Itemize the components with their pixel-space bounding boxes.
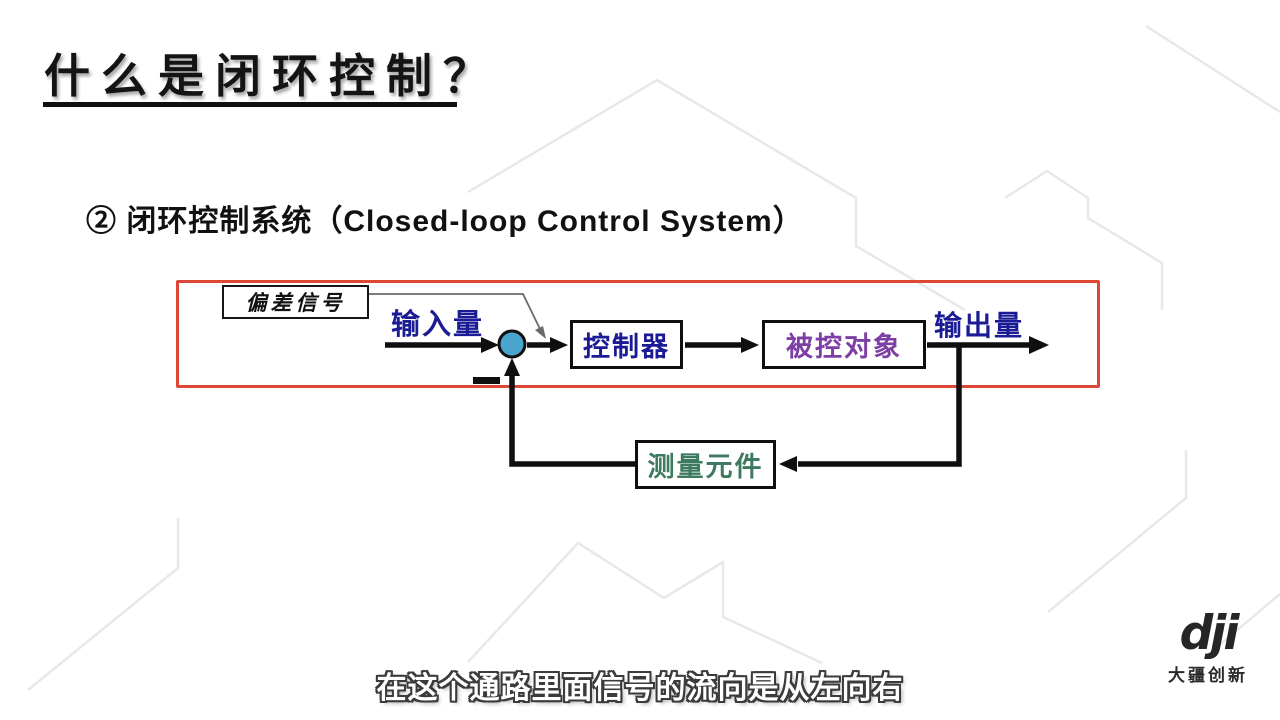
error-arrowhead xyxy=(550,337,568,353)
deviation-signal-label: 偏差信号 xyxy=(245,291,346,315)
feedback-line-right xyxy=(798,345,962,467)
plant-label: 被控对象 xyxy=(786,332,902,362)
plant-block: 被控对象 xyxy=(762,320,926,369)
hexagon-fragment xyxy=(1004,169,1164,310)
feedback-line-left xyxy=(509,374,635,467)
feedback-arrowhead-into-junction xyxy=(504,358,520,376)
summing-junction xyxy=(497,329,527,359)
title-underline xyxy=(43,102,457,107)
video-subtitle: 在这个通路里面信号的流向是从左向右 xyxy=(376,672,904,705)
hexagon-fragment xyxy=(27,518,180,691)
feedback-arrowhead-into-sensor xyxy=(779,456,797,472)
sensor-block: 测量元件 xyxy=(635,440,776,489)
dji-brand: dji 大疆创新 xyxy=(1156,608,1260,686)
controller-block: 控制器 xyxy=(570,320,683,369)
output-label: 输出量 xyxy=(934,310,1025,341)
input-label: 输入量 xyxy=(391,309,485,341)
minus-sign xyxy=(473,377,500,384)
sensor-label: 测量元件 xyxy=(647,452,764,482)
forward-path-frame xyxy=(176,280,1100,388)
controller-label: 控制器 xyxy=(583,332,670,362)
hexagon-fragment xyxy=(1145,24,1280,114)
deviation-leader-arrowhead xyxy=(535,326,546,339)
deviation-leader-line xyxy=(369,293,541,330)
hexagon-fragment xyxy=(467,78,966,312)
company-name: 大疆创新 xyxy=(1168,665,1248,685)
output-arrowhead xyxy=(1029,336,1049,354)
hexagon-fragment xyxy=(1215,593,1280,649)
section-heading: ② 闭环控制系统（Closed-loop Control System） xyxy=(86,205,804,238)
control-arrowhead xyxy=(741,337,759,353)
page-title: 什么是闭环控制？ xyxy=(44,49,500,103)
hexagon-fragment xyxy=(467,541,823,665)
hexagon-fragment xyxy=(1047,450,1188,613)
input-arrowhead xyxy=(481,337,499,353)
deviation-signal-box: 偏差信号 xyxy=(222,285,369,319)
dji-logo: dji xyxy=(1179,606,1240,661)
